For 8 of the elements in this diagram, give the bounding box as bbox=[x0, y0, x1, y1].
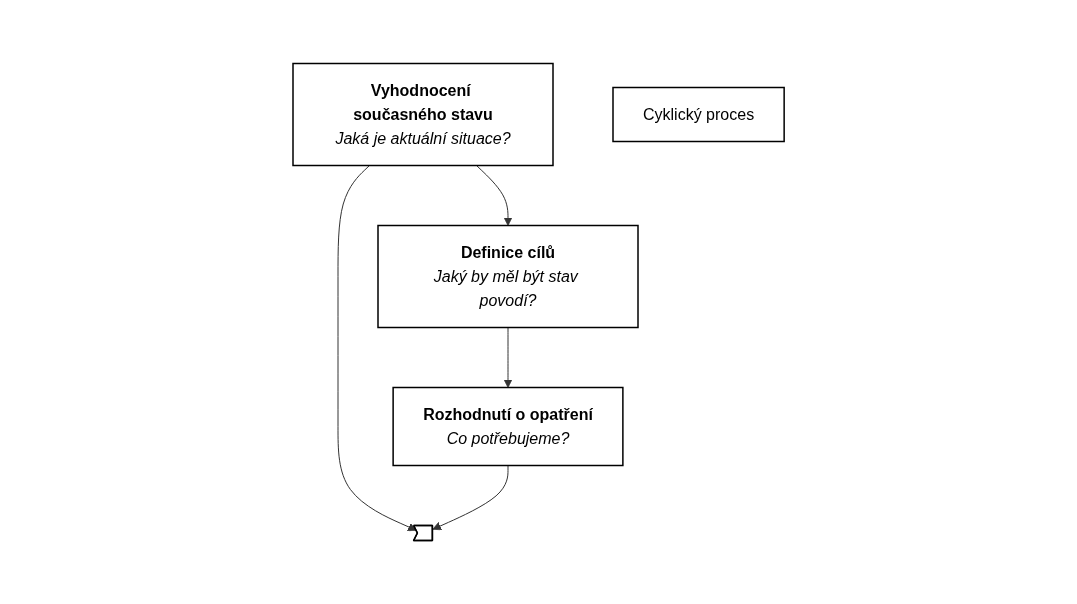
arrow bbox=[503, 327, 513, 388]
node-box: Cyklický proces bbox=[612, 86, 785, 143]
node-box: Rozhodnutí o opatření Co potřebujeme? bbox=[392, 386, 624, 467]
arrow bbox=[475, 165, 513, 226]
arrow bbox=[337, 165, 417, 532]
arrow bbox=[432, 465, 509, 531]
node-box: Definice cílů Jaký by měl být stav povodí? bbox=[377, 224, 639, 329]
node-box: Vyhodnocení současného stavu Jaká je aktuální situace? bbox=[292, 62, 554, 167]
